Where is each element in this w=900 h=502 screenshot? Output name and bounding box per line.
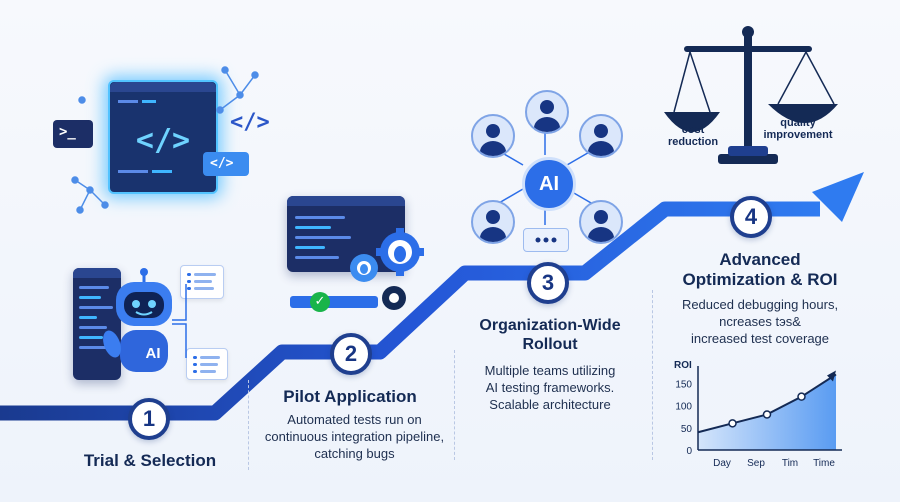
x-tick-label: Time xyxy=(813,458,835,469)
roi-point xyxy=(797,392,806,401)
divider xyxy=(248,380,249,470)
stage-title-2: Pilot Application xyxy=(283,387,417,406)
stage-desc-3: Multiple teams utilizing AI testing fram… xyxy=(484,363,616,412)
dots-card xyxy=(523,228,569,252)
y-tick-label: 150 xyxy=(675,379,692,390)
roi-arrowhead xyxy=(827,370,836,382)
step-number-2: 2 xyxy=(330,333,372,375)
person-icon xyxy=(471,114,515,158)
person-icon xyxy=(579,200,623,244)
network-nodes xyxy=(71,66,259,214)
y-tick-label: 100 xyxy=(675,402,692,413)
scale-icon xyxy=(664,26,838,164)
y-tick-label: 0 xyxy=(686,446,692,457)
robot-icon xyxy=(103,268,172,372)
x-tick-label: Tim xyxy=(782,458,798,469)
divider xyxy=(652,290,653,460)
roi-point xyxy=(728,419,737,428)
x-tick-label: Day xyxy=(713,458,731,469)
x-tick-label: Sep xyxy=(747,458,765,469)
step-number-4: 4 xyxy=(730,196,772,238)
arrow-icon xyxy=(812,172,864,222)
scale-label-left: cost reduction xyxy=(667,124,719,148)
scale-label-right: quality improvement xyxy=(763,117,833,141)
pipeline-bar xyxy=(290,296,378,308)
stage-title-1: Trial & Selection xyxy=(83,451,217,470)
step-number-1: 1 xyxy=(128,398,170,440)
y-tick-label: 50 xyxy=(681,424,693,435)
stage-title-3: Organization-Wide Rollout xyxy=(479,317,621,353)
stage-desc-4: Reduced debugging hours, ncreases tэs& i… xyxy=(681,297,839,346)
document-card xyxy=(186,348,228,380)
document-card xyxy=(180,265,224,299)
checkmark-icon: ✓ xyxy=(310,292,330,312)
person-icon xyxy=(471,200,515,244)
code-brackets-icon: </> xyxy=(203,152,249,176)
y-axis-label: ROI xyxy=(674,360,692,371)
ai-hub-badge: AI xyxy=(522,157,576,211)
code-panel xyxy=(73,268,121,380)
stage-title-4: Advanced Optimization & ROI xyxy=(682,250,838,289)
person-icon xyxy=(579,114,623,158)
code-brackets-icon: </> xyxy=(230,110,270,135)
roi-point xyxy=(762,410,772,419)
terminal-icon: >_ xyxy=(53,120,93,148)
roi-chart: 0 50 100 150 ROI Day Sep Tim Time xyxy=(674,360,842,469)
roi-area xyxy=(698,374,836,450)
stage-desc-2: Automated tests run on continuous integr… xyxy=(264,412,445,461)
person-icon xyxy=(525,90,569,134)
flow-arrows xyxy=(172,284,187,358)
code-monitor: </> xyxy=(108,80,218,194)
code-brackets-icon: </> xyxy=(136,123,190,158)
divider xyxy=(454,350,455,460)
robot-label: AI xyxy=(145,345,161,362)
step-number-3: 3 xyxy=(527,262,569,304)
bug-gear-icon xyxy=(350,228,424,310)
